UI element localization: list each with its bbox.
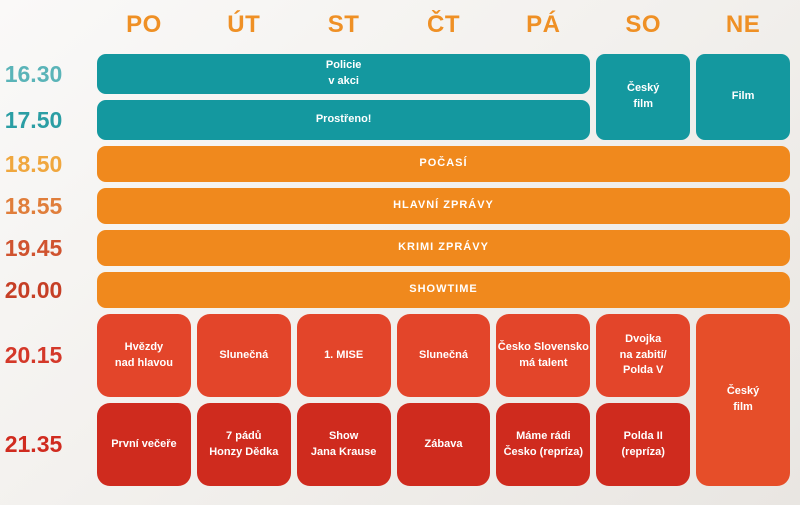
time-label-2135: 21.35 bbox=[4, 431, 63, 457]
program-mame-radi-cesko[interactable]: Máme rádi Česko (repríza) bbox=[496, 403, 591, 486]
time-label-1945: 19.45 bbox=[4, 234, 63, 261]
program-cesky-film-ne[interactable]: Český film bbox=[696, 314, 790, 486]
program-show-jana-krause[interactable]: Show Jana Krause bbox=[296, 403, 391, 486]
program-prvni-vecere[interactable]: První večeře bbox=[97, 403, 191, 486]
program-film-ne[interactable]: Film bbox=[696, 54, 790, 140]
time-label-1855: 18.55 bbox=[4, 192, 63, 219]
program-7-padu-honzy-dedka[interactable]: 7 pádů Honzy Dědka bbox=[196, 403, 291, 486]
program-krimi-zpravy[interactable]: KRIMI ZPRÁVY bbox=[97, 230, 790, 266]
program-hlavni-zpravy[interactable]: HLAVNÍ ZPRÁVY bbox=[97, 188, 790, 224]
time-label-2015: 20.15 bbox=[4, 342, 63, 368]
program-pocasi[interactable]: POČASÍ bbox=[97, 146, 790, 182]
tv-schedule-grid: PO ÚT ST ČT PÁ SO NE 16.30 17.50 18.50 1… bbox=[4, 11, 790, 486]
program-hvezdy-nad-hlavou[interactable]: Hvězdy nad hlavou bbox=[97, 314, 191, 397]
time-label-1630: 16.30 bbox=[4, 60, 63, 87]
time-label-1850: 18.50 bbox=[4, 150, 63, 177]
program-prostreno[interactable]: Prostřeno! bbox=[97, 100, 591, 140]
program-cesky-film-so[interactable]: Český film bbox=[596, 54, 691, 140]
day-header-ct: ČT bbox=[426, 11, 460, 38]
day-header-ne: NE bbox=[725, 11, 761, 38]
program-1-mise[interactable]: 1. MISE bbox=[296, 314, 391, 397]
program-dvojka-na-zabiti-polda-v[interactable]: Dvojka na zabití/ Polda V bbox=[596, 314, 691, 397]
day-header-pa: PÁ bbox=[526, 11, 561, 38]
day-header-po: PO bbox=[126, 11, 162, 38]
program-showtime[interactable]: SHOWTIME bbox=[97, 272, 790, 308]
program-zabava[interactable]: Zábava bbox=[396, 403, 491, 486]
time-label-2000: 20.00 bbox=[4, 276, 63, 303]
time-label-1750: 17.50 bbox=[4, 106, 63, 133]
day-header-ut: ÚT bbox=[227, 11, 261, 38]
day-header-so: SO bbox=[625, 11, 662, 38]
program-cesko-slovensko-ma-talent[interactable]: Česko Slovensko má talent bbox=[496, 314, 591, 397]
program-slunecna-ut[interactable]: Slunečná bbox=[196, 314, 291, 397]
day-header-st: ST bbox=[327, 11, 360, 38]
program-polda-ii[interactable]: Polda II (repríza) bbox=[596, 403, 691, 486]
program-slunecna-ct[interactable]: Slunečná bbox=[396, 314, 491, 397]
program-policie-v-akci[interactable]: Policie v akci bbox=[97, 54, 591, 94]
